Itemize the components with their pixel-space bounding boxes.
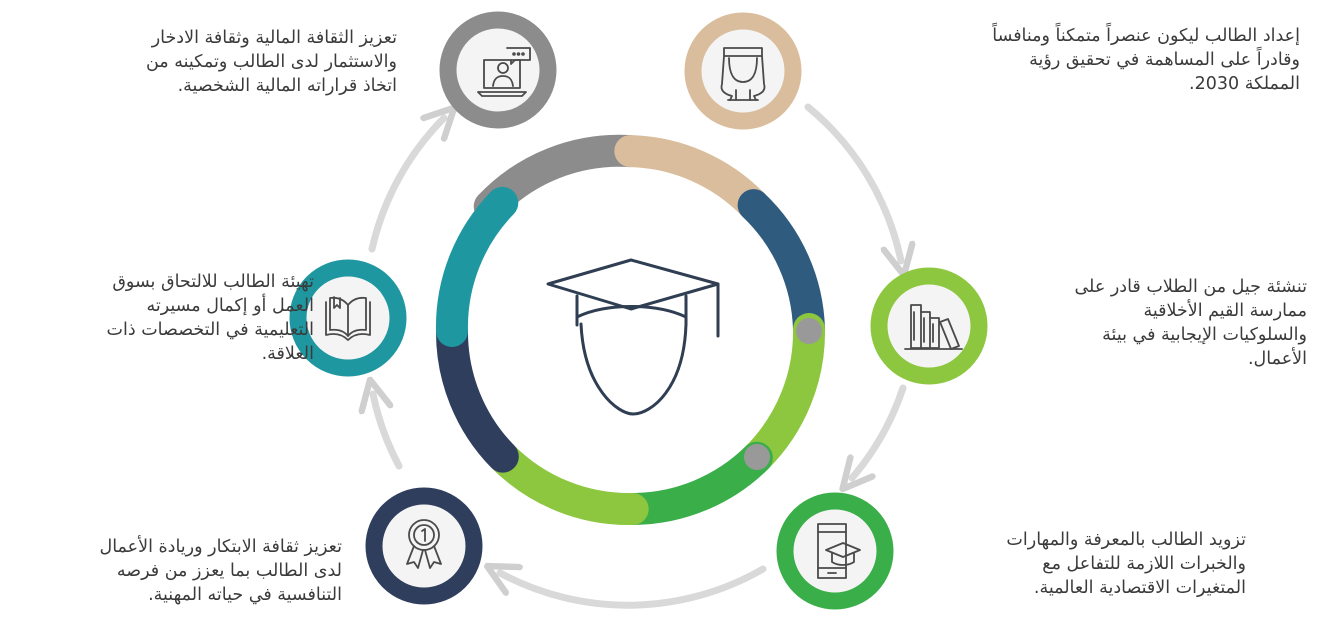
ring-segment-green [616,441,773,525]
ring-segment-navy [737,189,825,345]
goal-text-line: التعليمية في التخصصات ذات [106,320,314,340]
goal-text-line: المتغيرات الاقتصادية العالمية. [1033,578,1246,598]
goal-text-vision: إعداد الطالب ليكون عنصراً متمكناً ومنافس… [992,24,1300,96]
goal-text-line: والسلوكيات الإيجابية في بيئة [1102,325,1307,345]
connector-arc-teal-to-gray [368,118,444,253]
online-presenter-icon [477,47,531,97]
goal-circle-labor [289,259,407,377]
goal-circle-vision [684,12,802,130]
goal-text-line: العمل أو إكمال مسيرته [146,296,314,316]
graduation-cap-head-icon [546,258,720,416]
goal-text-line: ممارسة القيم الأخلاقية [1143,301,1307,321]
open-book-icon [325,296,371,341]
goal-text-line: اتخاذ قراراته المالية الشخصية. [177,76,397,96]
goal-text-finance: تعزيز الثقافة المالية وثقافة الادخار وال… [146,26,397,98]
connector-arcs [368,103,907,609]
ring-joint-dot-bottom [744,444,770,470]
goal-circle-values [870,267,988,385]
goal-text-line: العلاقة. [261,344,314,364]
goal-text-line: تعزيز الثقافة المالية وثقافة الادخار [151,28,397,48]
goal-text-line: لدى الطالب بما يعزز من فرصه [116,561,342,581]
ring-joint-dot-top [796,318,822,344]
goal-text-line: والاستثمار لدى الطالب وتمكينه من [145,52,397,72]
connector-arc-sand-to-lime [804,103,901,261]
bookshelf-icon [904,304,963,350]
award-medal-icon [406,519,442,569]
ring-segment-dark [435,315,519,473]
goal-circle-skills [776,492,894,610]
goal-text-skills: تزويد الطالب بالمعرفة والمهارات والخبرات… [1006,528,1246,600]
ring-segment-sand [614,135,770,222]
goal-circle-innovation [365,487,483,605]
goal-text-innovation: تعزيز ثقافة الابتكار وريادة الأعمال لدى … [99,535,342,607]
ring-segment-lime [740,313,826,474]
goal-text-labor: تهيئة الطالب للالتحاق بسوق العمل أو إكما… [107,270,314,366]
mobile-learning-icon [817,523,861,579]
goal-circle-finance [439,11,557,129]
goal-text-line: تزويد الطالب بالمعرفة والمهارات [1006,530,1246,550]
student-with-shemagh-icon [720,47,766,101]
connector-arc-navy-to-teal [373,394,403,470]
ring-segment-lime-bottom [486,440,649,526]
goal-text-line: الأعمال. [1247,349,1307,369]
goal-text-values: تنشئة جيل من الطلاب قادر على ممارسة القي… [1074,275,1307,371]
connector-arc-lime-to-green [852,384,907,478]
goal-text-line: وقادراً على المساهمة في تحقيق رؤية [1029,50,1300,70]
ring-segment-teal [435,186,519,347]
connector-arc-green-to-navy [500,569,767,609]
goal-text-line: المملكة 2030. [1189,74,1300,94]
central-ring [435,134,826,526]
goal-text-line: والخبرات اللازمة للتفاعل مع [1042,554,1246,574]
goal-text-line: تهيئة الطالب للالتحاق بسوق [112,272,314,292]
goal-text-line: تنشئة جيل من الطلاب قادر على [1074,277,1307,297]
goal-text-line: إعداد الطالب ليكون عنصراً متمكناً ومنافس… [992,26,1300,46]
goal-text-line: التنافسية في حياته المهنية. [148,585,342,605]
goal-text-line: تعزيز ثقافة الابتكار وريادة الأعمال [99,537,342,557]
